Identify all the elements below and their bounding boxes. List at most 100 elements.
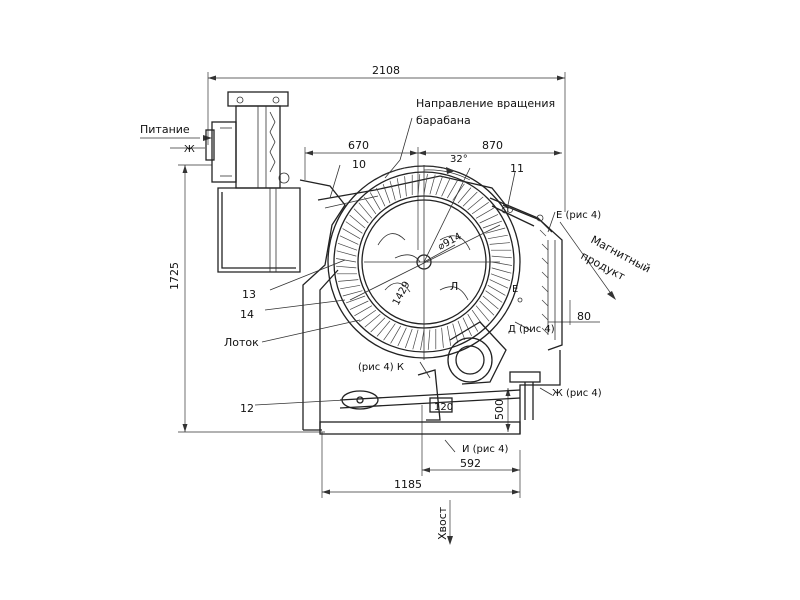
drum-tooth	[338, 279, 359, 282]
drum-tooth	[345, 295, 366, 304]
callout-14: 14	[240, 308, 254, 321]
drum-tooth	[441, 327, 444, 348]
drum-tooth	[475, 207, 494, 219]
dim-left-width: 670	[348, 139, 369, 152]
drum-tooth	[364, 197, 377, 215]
feed-label: Питание	[140, 123, 190, 136]
dim-height: 1725	[168, 262, 181, 290]
drum-tooth	[452, 323, 459, 344]
dim-side-small: 80	[577, 310, 591, 323]
drum-tooth	[376, 187, 386, 207]
drum-tooth	[342, 290, 363, 297]
drum-tooth	[429, 174, 436, 195]
dimension-lines	[140, 72, 616, 545]
drum-tooth	[358, 202, 373, 219]
callout-12: 12	[240, 402, 254, 415]
letter-zh-left: Ж	[184, 144, 195, 155]
drum-tooth	[336, 265, 357, 269]
dim-drum-diameter: ⌀914	[436, 231, 463, 253]
callout-13: 13	[242, 288, 256, 301]
e-ref-label: Е (рис 4)	[556, 210, 601, 221]
drum-tooth	[489, 279, 509, 289]
drum-tooth	[479, 300, 495, 316]
drum-tooth	[491, 267, 512, 274]
drum-tooth	[376, 320, 391, 337]
drum-tooth	[423, 174, 428, 195]
drum-tooth	[370, 317, 386, 333]
drum-tooth	[336, 258, 357, 263]
drum-tooth	[487, 284, 506, 296]
drum-tooth	[336, 250, 357, 257]
dim-lower-height: 500	[493, 399, 506, 420]
drum-tooth	[353, 208, 369, 224]
drum-tooth	[485, 227, 506, 234]
drum-tooth	[435, 175, 444, 196]
drum-tooth	[490, 273, 511, 282]
drum-tooth	[339, 235, 359, 245]
letter-l: Л	[450, 280, 458, 293]
drum-tooth	[482, 220, 503, 229]
drum-tooth	[383, 323, 396, 341]
zh-ref-label: Ж (рис 4)	[552, 388, 602, 399]
drum-tooth	[446, 180, 458, 199]
drum-tooth	[420, 329, 425, 350]
dim-right-width: 870	[482, 139, 503, 152]
callout-10: 10	[352, 158, 366, 171]
letter-e: Е	[512, 284, 518, 295]
drum-tooth	[417, 174, 421, 195]
drum-tooth	[404, 328, 413, 349]
rotation-label-2: барабана	[416, 114, 471, 127]
d-ref-label: Д (рис 4)	[508, 324, 555, 335]
callout-11: 11	[510, 162, 524, 175]
tail-label: Хвост	[436, 506, 449, 540]
drum-tooth	[354, 305, 373, 317]
drum-tooth	[475, 305, 490, 322]
dim-base-width: 1185	[394, 478, 422, 491]
drum-tooth	[489, 242, 510, 245]
drum-tooth	[412, 329, 419, 350]
tray-label: Лоток	[224, 336, 259, 349]
drum-tooth	[404, 176, 407, 197]
drum-tooth	[364, 313, 381, 328]
k-ref-label: (рис 4) К	[358, 362, 404, 373]
drum-tooth	[359, 309, 377, 322]
drum-tooth	[462, 191, 478, 207]
dim-tray-gap: 120	[434, 402, 453, 413]
drum-tooth	[467, 196, 484, 211]
drum-tooth	[345, 221, 363, 234]
drum-tooth	[349, 214, 366, 229]
drum-tooth	[482, 295, 499, 310]
i-ref-label: И (рис 4)	[462, 444, 508, 455]
drum-tooth	[427, 329, 431, 350]
drum-tooth	[446, 325, 452, 346]
drum-tooth	[396, 178, 402, 199]
drum-tooth	[340, 284, 361, 290]
drum-tooth	[491, 255, 512, 259]
drum-tooth	[337, 242, 358, 251]
rotation-label-1: Направление вращения	[416, 97, 555, 110]
drum-tooth	[457, 187, 472, 204]
drum-tooth	[471, 202, 489, 215]
dim-lower-offset: 592	[460, 457, 481, 470]
drum-tooth	[462, 317, 472, 337]
lower-assembly	[254, 164, 556, 453]
drum-tooth	[491, 261, 512, 266]
drum-tooth	[441, 177, 451, 197]
drum-tooth	[457, 320, 466, 341]
drum-tooth	[369, 192, 381, 211]
drum-tooth	[485, 290, 503, 303]
drum-tooth	[389, 180, 396, 201]
feed-hopper	[205, 91, 301, 273]
drum-tooth	[349, 300, 369, 310]
drum-tooth	[382, 183, 391, 204]
text-labels: 2108 670 870 1725 1185 592 500 80 120 32…	[140, 64, 653, 540]
drum-tooth	[390, 325, 402, 344]
drum-tooth	[397, 327, 407, 347]
magnetic-drum	[327, 117, 521, 360]
drum-tooth	[479, 214, 499, 224]
drum-tooth	[467, 313, 479, 332]
dim-angle: 32°	[450, 154, 468, 165]
drum-rot-label: 1429	[391, 280, 413, 308]
dim-overall-width: 2108	[372, 64, 400, 77]
